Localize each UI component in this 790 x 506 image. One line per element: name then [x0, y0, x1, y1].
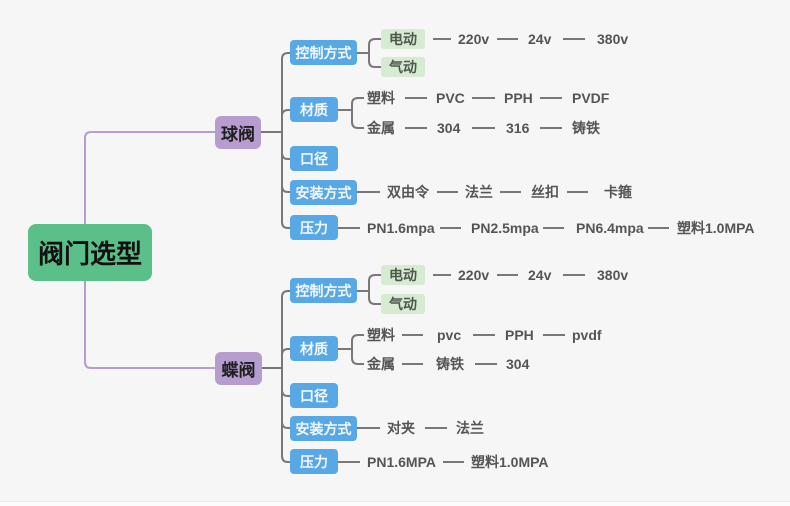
butterfly-metal-304[interactable]: 304 [506, 356, 530, 372]
butterfly-install-flange[interactable]: 法兰 [456, 420, 484, 436]
butterfly-install-wafer[interactable]: 对夹 [387, 420, 415, 436]
ball-metal-316[interactable]: 316 [506, 120, 530, 136]
butterfly-plastic-pph[interactable]: PPH [505, 327, 534, 343]
butterfly-voltage-220v[interactable]: 220v [458, 267, 490, 283]
ball-category-control-method[interactable]: 控制方式 [290, 40, 357, 65]
butterfly-pressure-pn16[interactable]: PN1.6MPA [367, 454, 436, 470]
ball-plastic-pvc[interactable]: PVC [436, 90, 465, 106]
ball-plastic-pph[interactable]: PPH [504, 90, 533, 106]
ball-install-union[interactable]: 双由令 [387, 184, 429, 200]
butterfly-voltage-24v[interactable]: 24v [528, 267, 552, 283]
ball-install-flange[interactable]: 法兰 [465, 184, 493, 200]
ball-voltage-380v[interactable]: 380v [597, 31, 629, 47]
branch-node-butterfly-valve[interactable]: 蝶阀 [215, 352, 262, 385]
ball-material-plastic[interactable]: 塑料 [367, 90, 395, 106]
butterfly-category-install-method[interactable]: 安装方式 [290, 416, 357, 441]
ball-voltage-24v[interactable]: 24v [528, 31, 552, 47]
canvas-bottom-edge [0, 501, 790, 502]
butterfly-material-plastic[interactable]: 塑料 [367, 327, 395, 343]
butterfly-category-diameter[interactable]: 口径 [290, 383, 338, 408]
root-node-valve-selection[interactable]: 阀门选型 [28, 224, 152, 281]
ball-pressure-pn64[interactable]: PN6.4mpa [576, 220, 644, 236]
ball-install-thread[interactable]: 丝扣 [531, 184, 559, 200]
butterfly-leaf-pneumatic[interactable]: 气动 [381, 294, 425, 314]
butterfly-metal-cast-iron[interactable]: 铸铁 [436, 356, 464, 372]
ball-leaf-pneumatic[interactable]: 气动 [381, 57, 425, 77]
ball-material-metal[interactable]: 金属 [367, 120, 395, 136]
branch-node-ball-valve[interactable]: 球阀 [215, 116, 261, 149]
ball-category-pressure[interactable]: 压力 [290, 215, 338, 240]
butterfly-leaf-electric[interactable]: 电动 [381, 265, 425, 285]
ball-metal-304[interactable]: 304 [437, 120, 461, 136]
ball-category-material[interactable]: 材质 [290, 97, 338, 122]
butterfly-pressure-plastic10[interactable]: 塑料1.0MPA [471, 454, 549, 470]
ball-pressure-pn16[interactable]: PN1.6mpa [367, 220, 435, 236]
butterfly-plastic-pvc[interactable]: pvc [437, 327, 462, 343]
ball-voltage-220v[interactable]: 220v [458, 31, 490, 47]
ball-pressure-pn25[interactable]: PN2.5mpa [471, 220, 539, 236]
butterfly-plastic-pvdf[interactable]: pvdf [572, 327, 602, 343]
ball-metal-cast-iron[interactable]: 铸铁 [572, 120, 600, 136]
ball-plastic-pvdf[interactable]: PVDF [572, 90, 610, 106]
butterfly-category-control-method[interactable]: 控制方式 [290, 278, 357, 303]
butterfly-voltage-380v[interactable]: 380v [597, 267, 629, 283]
ball-category-diameter[interactable]: 口径 [290, 146, 338, 171]
ball-pressure-plastic10[interactable]: 塑料1.0MPA [677, 220, 755, 236]
butterfly-category-pressure[interactable]: 压力 [290, 449, 338, 474]
ball-category-install-method[interactable]: 安装方式 [290, 180, 357, 205]
ball-install-clamp[interactable]: 卡箍 [604, 184, 632, 200]
butterfly-category-material[interactable]: 材质 [290, 336, 338, 361]
ball-leaf-electric[interactable]: 电动 [381, 29, 425, 49]
butterfly-material-metal[interactable]: 金属 [367, 356, 395, 372]
canvas-bottom-margin [0, 502, 790, 506]
